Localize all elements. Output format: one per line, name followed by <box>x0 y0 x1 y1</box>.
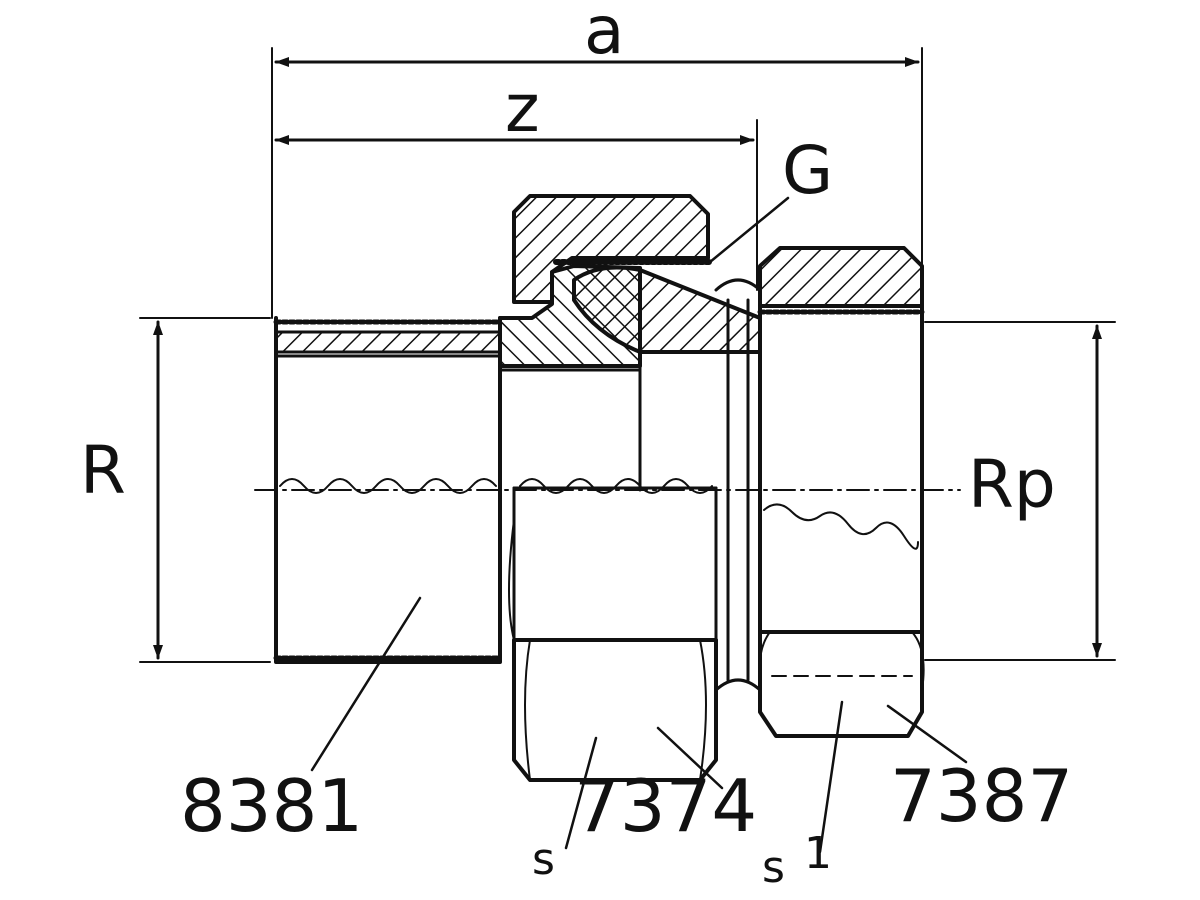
dimension-z <box>274 119 758 291</box>
label-z: z <box>505 70 540 147</box>
leader-lines <box>310 196 968 854</box>
label-part-7387: 7387 <box>890 754 1074 838</box>
label-r: R <box>80 432 126 509</box>
label-part-7374: 7374 <box>574 764 758 848</box>
dimension-rp <box>924 321 1116 661</box>
label-wrench-s1-index: 1 <box>804 828 832 879</box>
label-part-8381: 8381 <box>180 764 364 848</box>
union-nut <box>498 194 762 782</box>
label-g: G <box>782 132 834 209</box>
label-rp: Rp <box>968 446 1056 523</box>
neck-section <box>714 278 762 692</box>
dimension-r <box>139 317 271 663</box>
label-a: a <box>584 0 625 69</box>
label-wrench-s: s <box>532 834 555 885</box>
female-part-body <box>757 246 925 738</box>
label-wrench-s1-letter: s <box>762 842 785 893</box>
